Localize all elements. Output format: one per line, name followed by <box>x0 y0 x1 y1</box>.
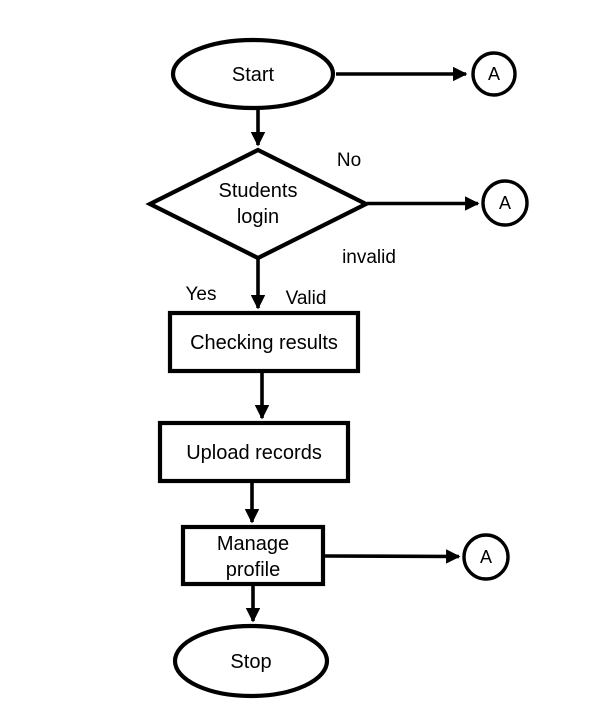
manage-profile-label-line1: Manage <box>217 533 289 555</box>
connector-middle-circle <box>481 179 529 227</box>
connector-top-label: A <box>488 64 500 84</box>
start-ellipse <box>170 37 336 111</box>
edge-label-invalid: invalid <box>342 247 396 268</box>
node-checking-results: Checking results <box>167 310 361 374</box>
decision-label-line2: login <box>237 206 279 228</box>
edge-label-yes: Yes <box>186 284 217 305</box>
edge-label-no: No <box>337 150 361 171</box>
checking-results-rect <box>167 310 361 374</box>
node-connector-middle: A <box>481 179 529 227</box>
edge-label-valid: Valid <box>286 288 327 309</box>
node-start: Start <box>170 37 336 111</box>
connector-bottom-circle <box>462 533 510 581</box>
stop-ellipse <box>172 623 330 699</box>
upload-records-label: Upload records <box>186 442 322 464</box>
connector-bottom-label: A <box>480 547 492 567</box>
node-connector-bottom: A <box>462 533 510 581</box>
start-label: Start <box>232 64 275 86</box>
manage-profile-label-line2: profile <box>226 559 280 581</box>
upload-records-rect <box>157 420 351 484</box>
node-stop: Stop <box>172 623 330 699</box>
decision-label-line1: Students <box>219 180 298 202</box>
decision-diamond <box>145 147 371 261</box>
node-connector-top: A <box>471 51 517 97</box>
node-manage-profile: Manage profile <box>180 524 326 587</box>
connector-middle-label: A <box>499 193 511 213</box>
connector-top-circle <box>471 51 517 97</box>
checking-results-label: Checking results <box>190 332 338 354</box>
node-decision: Students login <box>145 147 371 261</box>
edge-manage-to-connector-bottom <box>323 549 461 564</box>
stop-label: Stop <box>230 651 271 673</box>
node-upload-records: Upload records <box>157 420 351 484</box>
manage-profile-rect <box>180 524 326 587</box>
